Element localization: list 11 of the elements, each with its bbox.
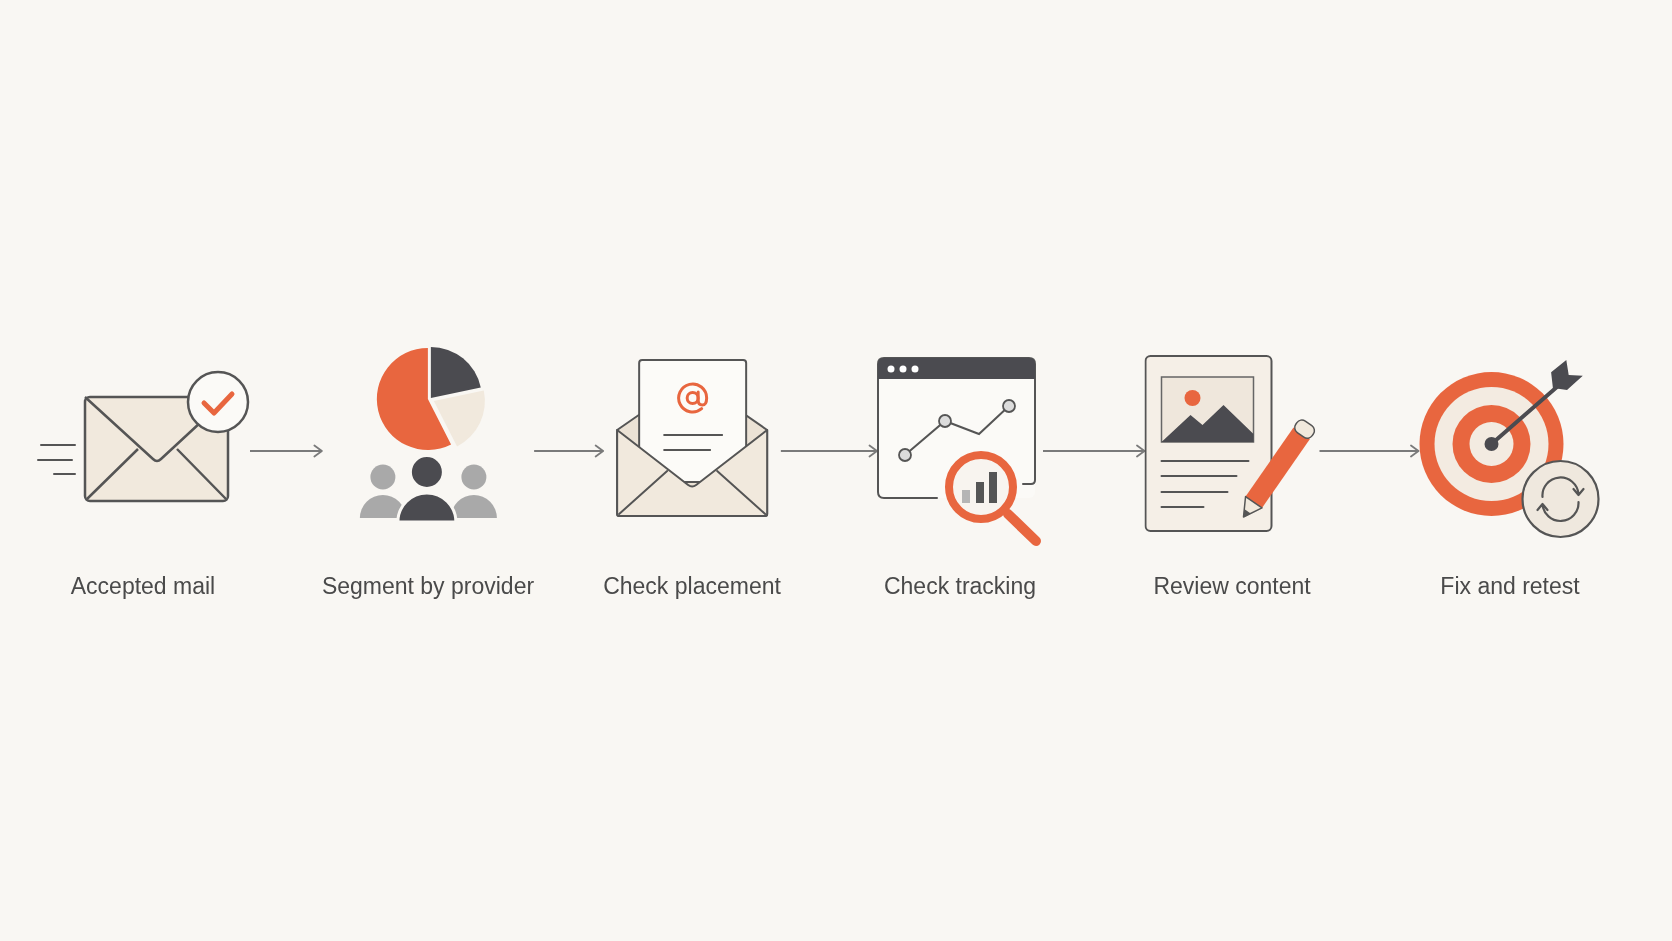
- step-label: Accepted mail: [70, 572, 216, 600]
- step-label: Segment by provider: [321, 572, 535, 600]
- step-label: Check placement: [603, 572, 781, 600]
- arrow: [1318, 444, 1420, 458]
- arrow: [533, 444, 605, 458]
- arrow: [249, 444, 323, 458]
- arrow: [779, 444, 878, 458]
- step-label: Fix and retest: [1440, 572, 1580, 600]
- arrow: [1042, 444, 1146, 458]
- step-label: Review content: [1153, 572, 1311, 600]
- step-label: Check tracking: [883, 572, 1037, 600]
